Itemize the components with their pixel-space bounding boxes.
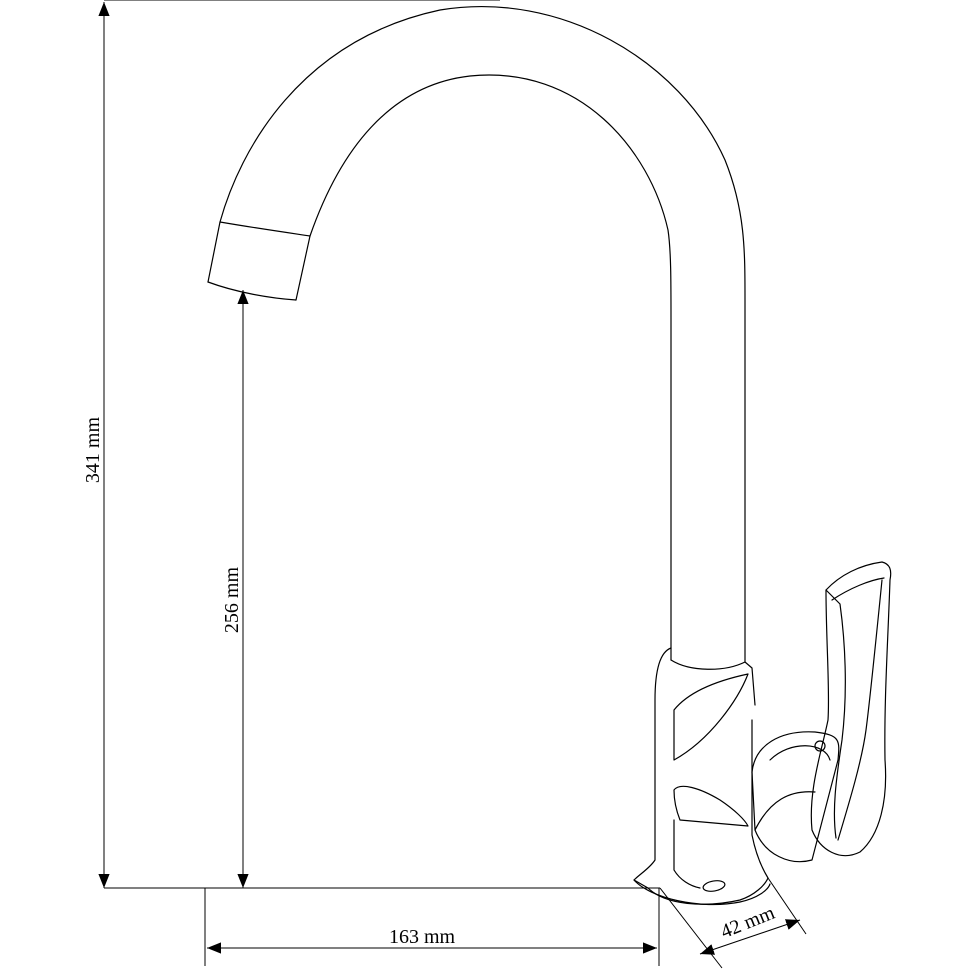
- body-lower-foot: [673, 819, 701, 889]
- dim-base-line: [699, 919, 801, 955]
- cartridge-ring: [754, 745, 831, 831]
- lever-handle: [810, 561, 892, 857]
- body-block: [633, 647, 769, 905]
- faucet-outline: [207, 6, 892, 906]
- dim-base-right-extension: [767, 877, 807, 935]
- cartridge-screw: [814, 740, 826, 752]
- dimension-spout-height: 256 mm: [221, 290, 249, 888]
- spout-outer-edge: [207, 6, 746, 663]
- dim-spout-reach-label: 163 mm: [389, 926, 456, 948]
- dim-total-height-label: 341 mm: [82, 417, 104, 484]
- lever-handle-inner: [831, 577, 885, 841]
- base-ring: [633, 879, 771, 906]
- spout-inner-edge: [295, 74, 672, 661]
- dimension-base: 42 mm: [659, 877, 807, 969]
- dimension-total-height: 341 mm: [82, 0, 660, 889]
- dim-base-left-extension: [659, 887, 723, 969]
- mounting-hole: [702, 880, 726, 892]
- dimension-spout-reach: 163 mm: [204, 888, 660, 966]
- lever-handle-ridge: [825, 589, 846, 839]
- body-recess-upper: [673, 673, 749, 761]
- body-recess-lower: [673, 785, 749, 827]
- spout-nozzle: [207, 221, 311, 301]
- dim-spout-height-label: 256 mm: [221, 567, 243, 634]
- lever-cartridge: [751, 731, 840, 863]
- dim-base-label: 42 mm: [718, 902, 779, 944]
- body-collar: [670, 659, 756, 706]
